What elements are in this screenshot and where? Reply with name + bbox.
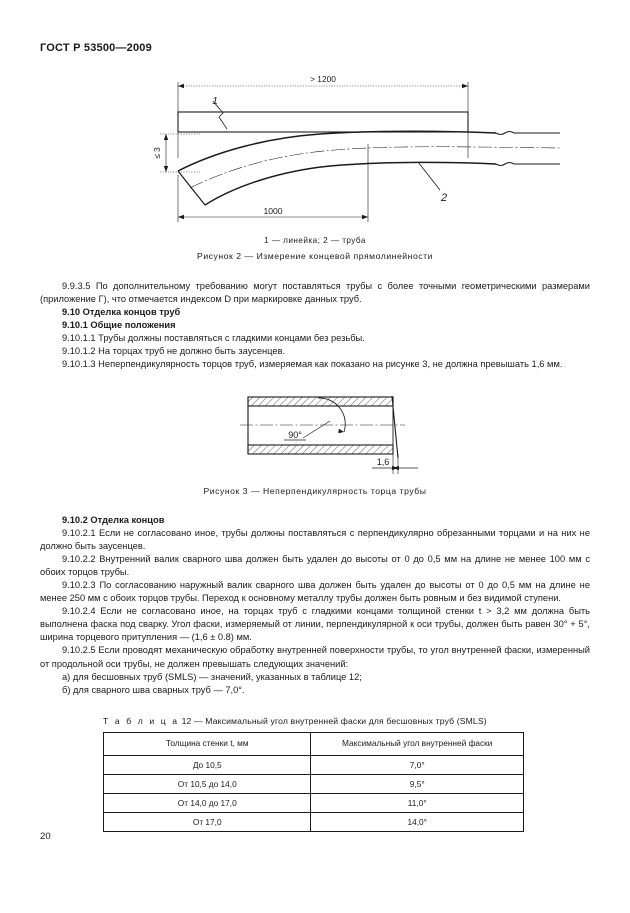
figure2-left-dimension-label: ≤ 3 — [152, 147, 162, 159]
figure3-dimension-label: 1,6 — [377, 457, 390, 467]
standard-header: ГОСТ Р 53500—2009 — [40, 42, 152, 54]
figure-3-caption: Рисунок 3 — Неперпендикулярность торца т… — [203, 486, 427, 496]
text-section-9-9-and-9-10: 9.9.3.5 По дополнительному требованию мо… — [40, 280, 590, 371]
table-row: От 14,0 до 17,0 11,0° — [102, 792, 524, 813]
figure3-angle-label: 90° — [288, 430, 302, 440]
table-12-caption-rest: 12 — Максимальный угол внутренней фаски … — [179, 716, 487, 726]
table-header-thickness: Толщина стенки t, мм — [102, 732, 312, 756]
page-number: 20 — [40, 831, 51, 842]
figure-3-diagram: 90° 1,6 — [0, 388, 630, 480]
text-section-9-10-2: 9.10.2 Отделка концов 9.10.2.1 Если не с… — [40, 514, 590, 697]
paragraph-9-10-1-3: 9.10.1.3 Неперпендикулярность торцов тру… — [62, 359, 563, 370]
cell-thickness: От 10,5 до 14,0 — [102, 773, 312, 794]
table-12-caption-prefix: Т а б л и ц а — [103, 716, 180, 726]
figure2-callout-2: 2 — [440, 192, 447, 204]
table-header-max-angle: Максимальный угол внутренней фаски — [310, 732, 524, 756]
cell-angle: 11,0° — [310, 792, 524, 813]
paragraph-9-10-1-2: 9.10.1.2 На торцах труб не должно быть з… — [62, 346, 286, 357]
table-row: До 10,5 7,0° — [102, 754, 524, 775]
paragraph-9-10-2-5: 9.10.2.5 Если проводят механическую обра… — [40, 645, 590, 669]
paragraph-9-10-2-2: 9.10.2.2 Внутренний валик сварного шва д… — [40, 554, 590, 578]
cell-angle: 7,0° — [310, 754, 524, 775]
list-item-a: а) для бесшовных труб (SMLS) — значений,… — [62, 671, 362, 682]
cell-thickness: От 14,0 до 17,0 — [102, 792, 312, 813]
figure-2-diagram: > 1200 1000 ≤ 3 1 2 — [0, 72, 630, 232]
cell-thickness: От 17,0 — [102, 811, 312, 832]
paragraph-9-10-1-1: 9.10.1.1 Трубы должны поставляться с гла… — [62, 333, 365, 344]
cell-angle: 9,5° — [310, 773, 524, 794]
figure2-bottom-dimension-label: 1000 — [263, 206, 282, 216]
table-header-row: Толщина стенки t, мм Максимальный угол в… — [102, 732, 524, 756]
figure2-callout-1: 1 — [212, 96, 218, 107]
figure-2-caption: Рисунок 2 — Измерение концевой прямолине… — [197, 251, 433, 261]
cell-thickness: До 10,5 — [102, 754, 312, 775]
table-row: От 10,5 до 14,0 9,5° — [102, 773, 524, 794]
table-row: От 17,0 14,0° — [102, 811, 524, 832]
heading-9-10-2: 9.10.2 Отделка концов — [62, 515, 165, 525]
figure-2-legend: 1 — линейка; 2 — труба — [264, 236, 366, 245]
table-12-caption: Т а б л и ц а 12 — Максимальный угол вну… — [103, 716, 487, 726]
paragraph-9-10-2-3: 9.10.2.3 По согласованию наружный валик … — [40, 580, 590, 604]
table-12: Толщина стенки t, мм Максимальный угол в… — [102, 732, 524, 832]
heading-9-10: 9.10 Отделка концов труб — [62, 307, 181, 318]
paragraph-9-9-3-5: 9.9.3.5 По дополнительному требованию мо… — [40, 281, 590, 305]
paragraph-9-10-2-4: 9.10.2.4 Если не согласовано иное, на то… — [40, 606, 590, 643]
list-item-b: б) для сварного шва сварных труб — 7,0°. — [62, 684, 245, 695]
cell-angle: 14,0° — [310, 811, 524, 832]
figure2-top-dimension-label: > 1200 — [310, 74, 336, 84]
paragraph-9-10-2-1: 9.10.2.1 Если не согласовано иное, трубы… — [40, 528, 590, 552]
heading-9-10-1: 9.10.1 Общие положения — [62, 320, 176, 331]
